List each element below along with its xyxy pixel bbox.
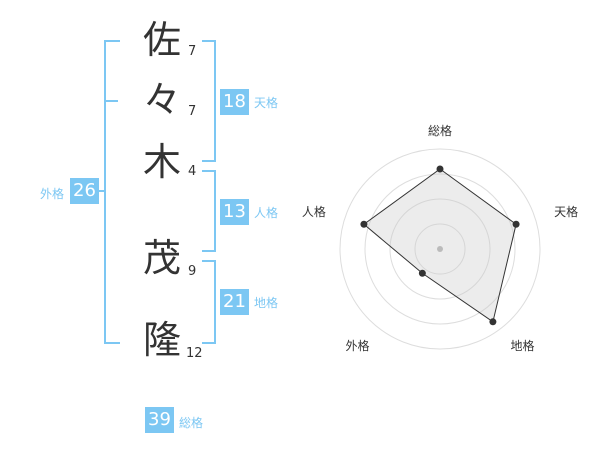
stroke-count-1: 7 — [188, 44, 197, 59]
gaikaku-value-badge: 26 — [70, 178, 99, 204]
radar-axis-label-2: 天格 — [554, 204, 578, 219]
gaikaku-bracket-tick — [104, 100, 118, 102]
soukaku-label: 総格 — [179, 416, 204, 430]
radar-point-5 — [360, 220, 368, 228]
stroke-count-5: 12 — [186, 346, 203, 361]
soukaku-value-badge: 39 — [145, 407, 174, 433]
name-char-5: 隆 — [142, 318, 181, 362]
radar-ring-3 — [364, 173, 516, 325]
radar-point-4 — [418, 269, 426, 277]
radar-axis-label-4: 外格 — [345, 338, 369, 353]
radar-ring-1 — [414, 223, 466, 275]
jinkaku-label: 人格 — [254, 206, 279, 220]
radar-point-1 — [436, 165, 444, 173]
name-char-3: 木 — [142, 140, 181, 184]
radar-center-dot — [437, 246, 443, 252]
chikaku-label: 地格 — [254, 296, 279, 310]
tenkaku-bracket — [202, 40, 216, 162]
tenkaku-label: 天格 — [254, 96, 279, 110]
name-char-1: 佐 — [142, 18, 181, 62]
radar-axis-label-5: 人格 — [302, 204, 326, 219]
radar-value-polygon — [363, 168, 517, 323]
stroke-count-2: 7 — [188, 104, 197, 119]
name-char-2: 々 — [142, 78, 181, 122]
radar-axis-label-1: 総格 — [428, 123, 452, 138]
tenkaku-value-badge: 18 — [220, 89, 249, 115]
gaikaku-bracket — [104, 40, 120, 344]
jinkaku-value-badge: 13 — [220, 199, 249, 225]
stroke-count-4: 9 — [188, 264, 197, 279]
radar-point-3 — [489, 318, 497, 326]
gaikaku-label: 外格 — [40, 187, 65, 201]
radar-ring-4 — [339, 148, 541, 350]
radar-axis-label-3: 地格 — [511, 338, 535, 353]
chikaku-bracket — [202, 260, 216, 344]
chikaku-value-badge: 21 — [220, 289, 249, 315]
radar-ring-2 — [389, 198, 491, 300]
name-char-4: 茂 — [142, 236, 181, 280]
gaikaku-bracket-connector — [96, 190, 104, 192]
stroke-count-3: 4 — [188, 164, 197, 179]
jinkaku-bracket — [202, 170, 216, 252]
radar-point-2 — [512, 220, 520, 228]
